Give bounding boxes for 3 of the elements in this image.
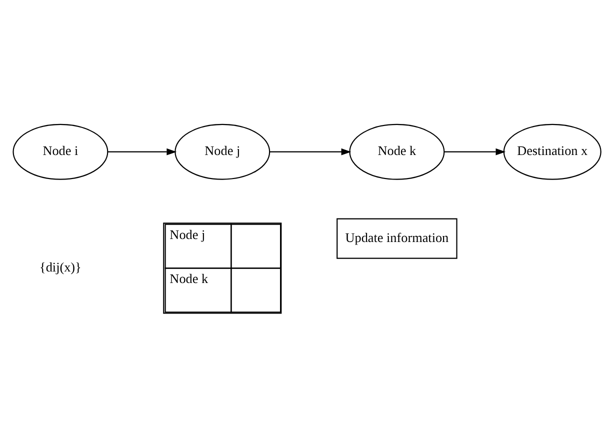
label: Node k: [170, 271, 208, 286]
label: {dij(x)}: [40, 260, 82, 275]
label: Node j: [170, 227, 206, 242]
